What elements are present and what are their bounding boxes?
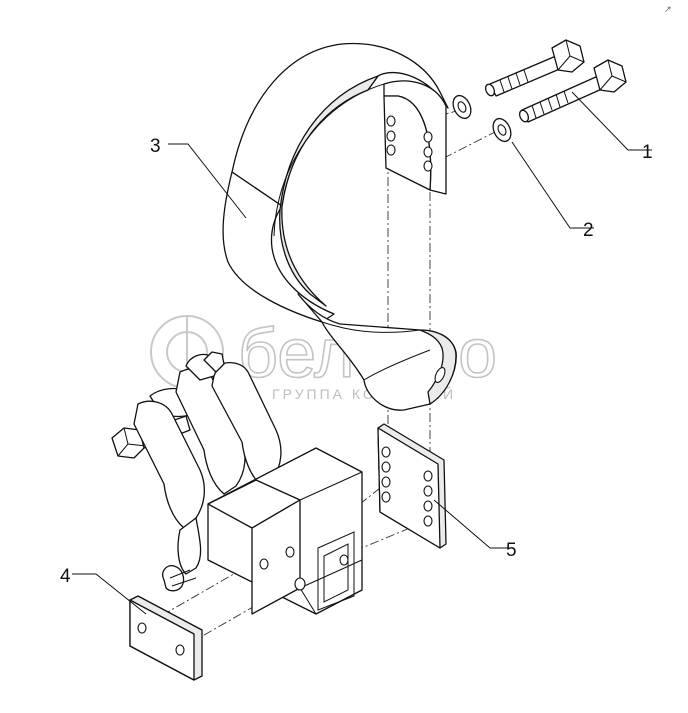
part-2-washer-lower	[492, 117, 512, 143]
frame-bracket-assembly	[111, 351, 363, 615]
leader-lines	[72, 91, 652, 615]
callout-2: 2	[583, 220, 594, 241]
part-5-plate	[377, 423, 447, 549]
part-2-washer-upper	[452, 94, 472, 120]
part-1-bolt-upper	[484, 39, 585, 97]
part-1-bolt-lower	[518, 59, 627, 123]
part-4-small-plate	[129, 595, 203, 681]
callout-3: 3	[150, 136, 161, 157]
callout-5: 5	[506, 540, 517, 561]
plate-holes	[381, 446, 433, 527]
upper-tab-holes	[386, 115, 433, 172]
callout-1: 1	[642, 142, 653, 163]
corner-mark: ↗	[664, 4, 672, 14]
callout-4: 4	[60, 566, 71, 587]
part-3-curved-band	[222, 42, 457, 411]
